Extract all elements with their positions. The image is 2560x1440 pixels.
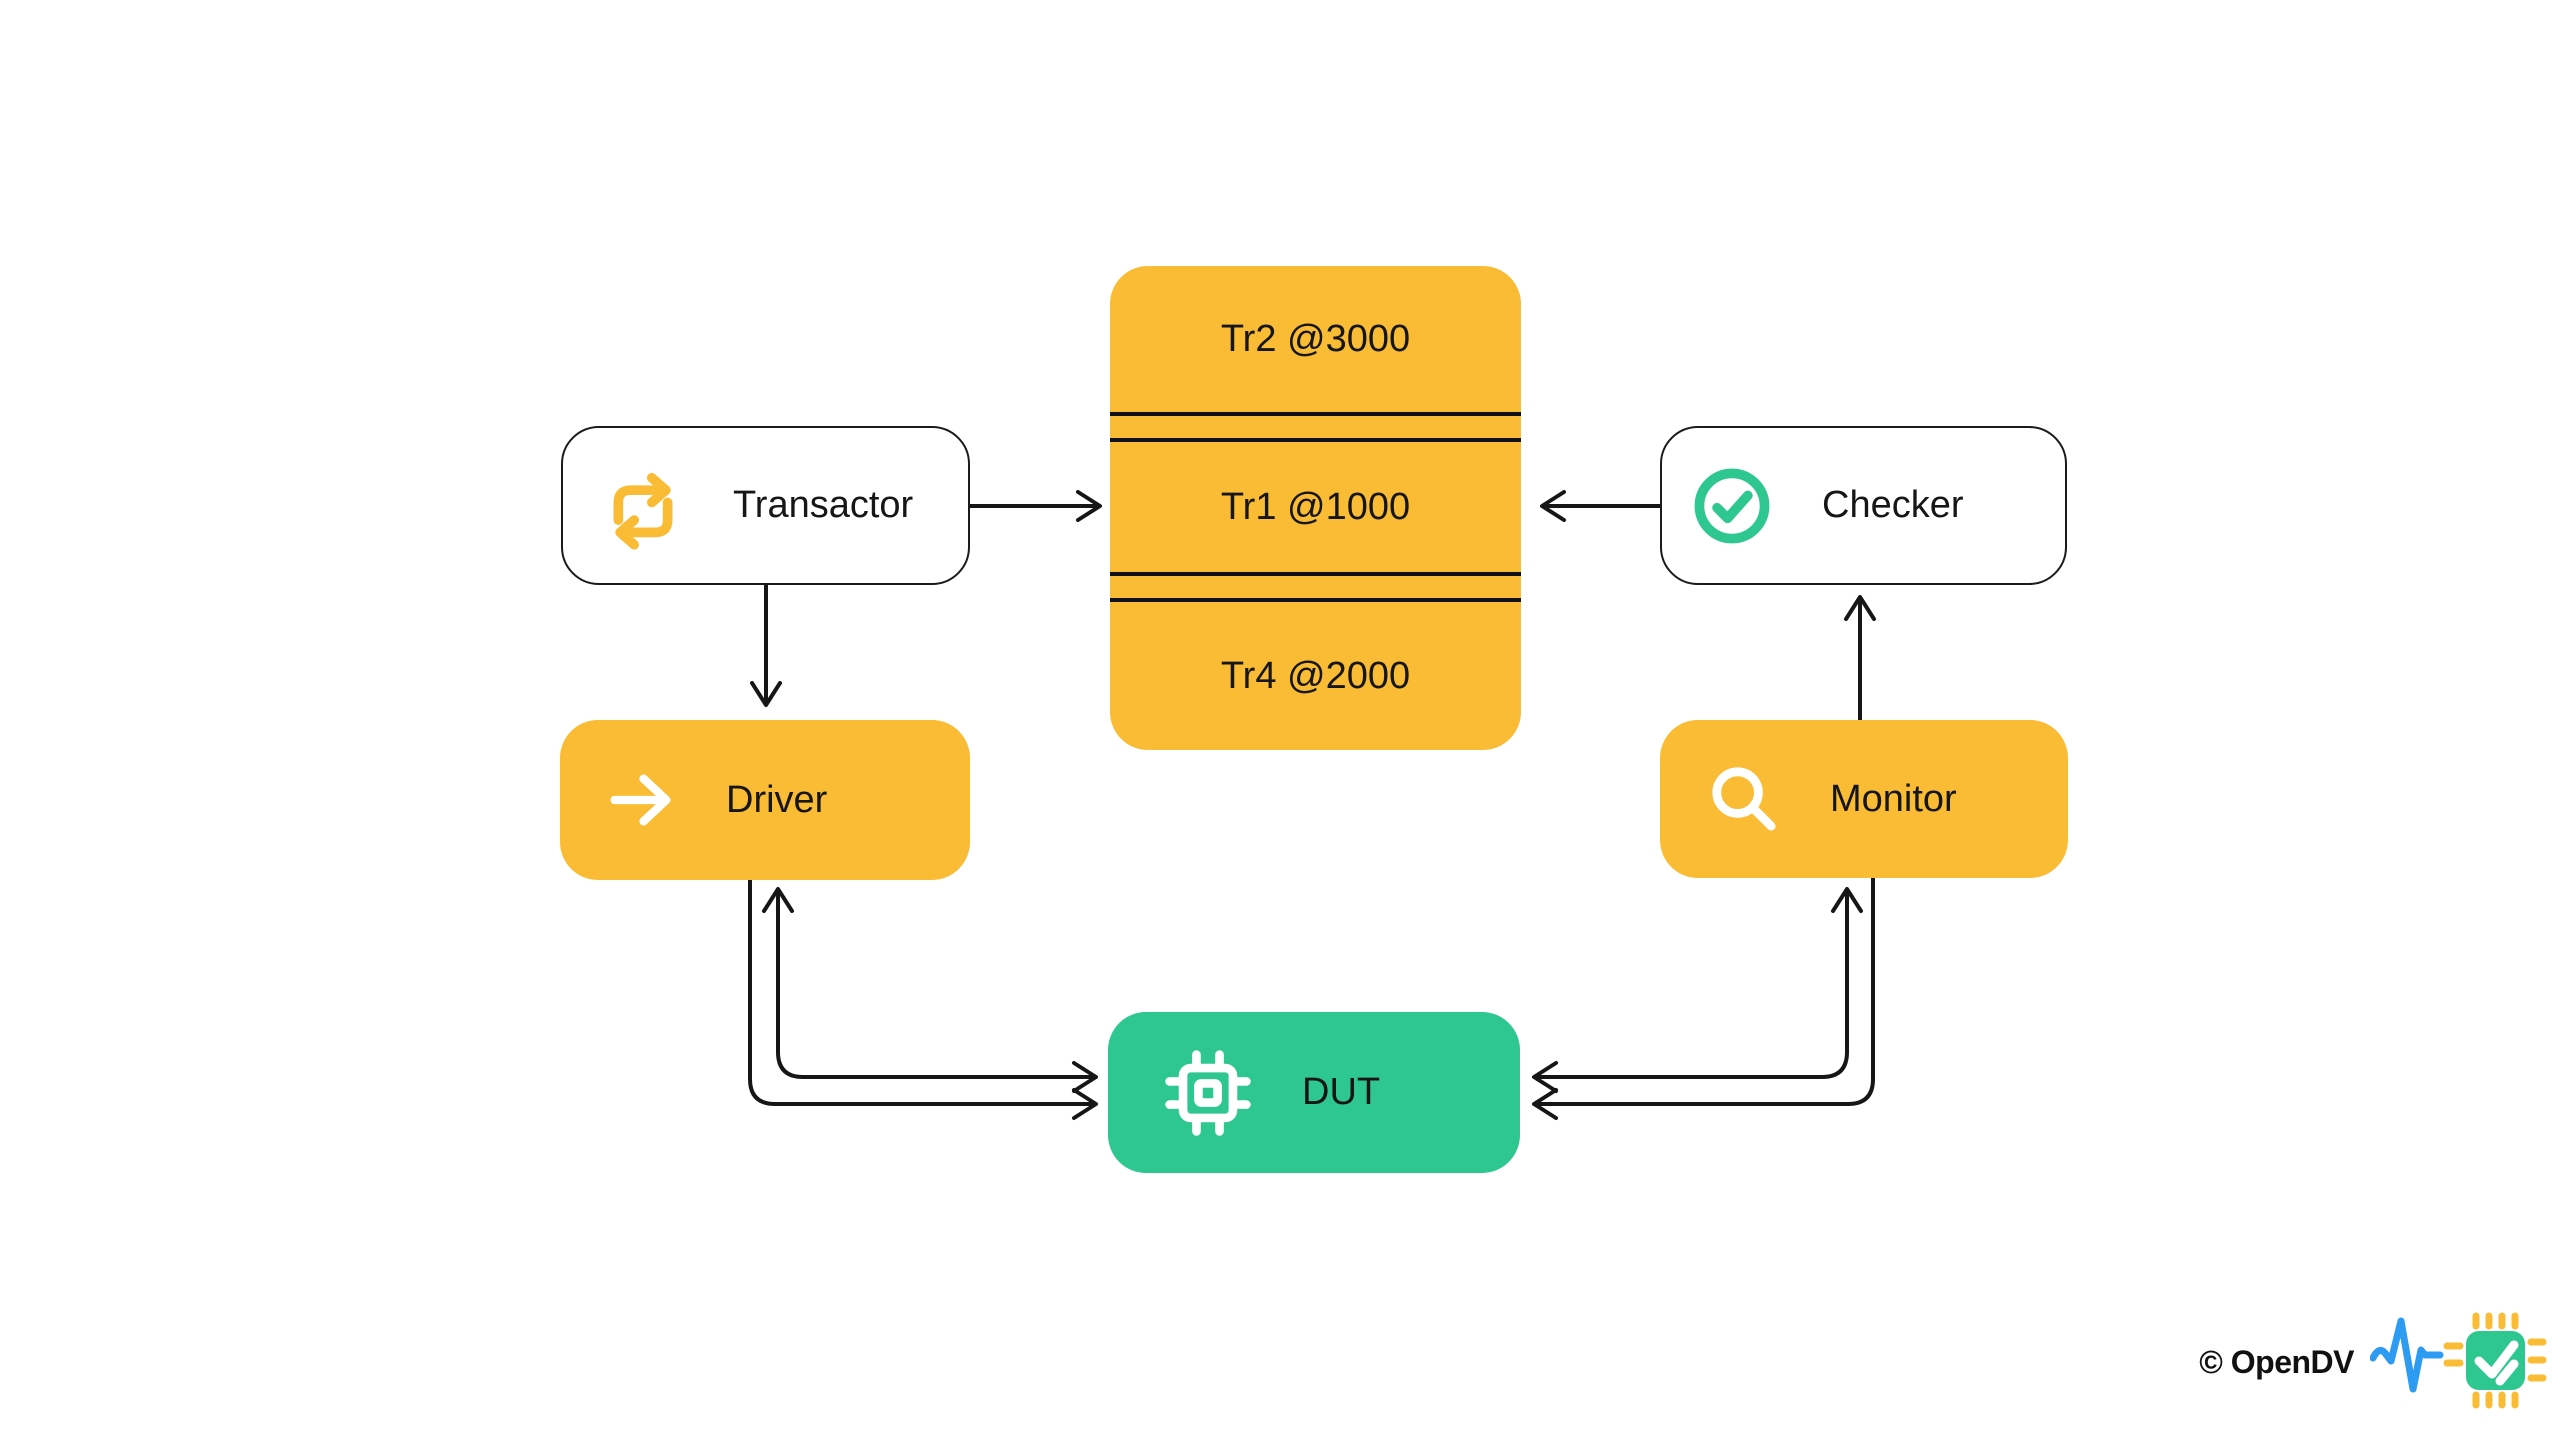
- waveform-icon: [2369, 1317, 2444, 1392]
- node-label: Checker: [1822, 484, 1964, 526]
- node-monitor: Monitor: [1660, 720, 2068, 878]
- node-dut: DUT: [1108, 1012, 1520, 1173]
- arrow-checker-to-stack: [1540, 490, 1662, 522]
- arrow-dut-to-driver: [762, 887, 1098, 1093]
- node-checker: Checker: [1660, 426, 2067, 585]
- stack-divider: [1110, 412, 1521, 442]
- stack-item: Tr1 @1000: [1110, 442, 1521, 572]
- stack-divider: [1110, 572, 1521, 602]
- node-label: Monitor: [1830, 777, 1957, 820]
- node-label: Driver: [726, 778, 828, 821]
- node-transactor: Transactor: [561, 426, 970, 585]
- transaction-stack: Tr2 @3000 Tr1 @1000 Tr4 @2000: [1110, 266, 1521, 750]
- chip-icon: [1160, 1045, 1256, 1141]
- stack-item: Tr4 @2000: [1110, 602, 1521, 750]
- arrow-transactor-to-stack: [968, 490, 1102, 522]
- arrow-monitor-to-dut: [1532, 876, 1875, 1120]
- arrow-monitor-to-checker: [1844, 595, 1876, 722]
- node-label: DUT: [1302, 1071, 1381, 1113]
- magnifier-icon: [1704, 759, 1784, 839]
- footer: © OpenDV: [2199, 1308, 2548, 1416]
- opendv-logo: [2369, 1306, 2548, 1419]
- node-label: Transactor: [733, 484, 914, 526]
- footer-copyright: © OpenDV: [2199, 1343, 2354, 1380]
- arrow-dut-to-monitor: [1532, 887, 1863, 1093]
- stack-item-label: Tr4 @2000: [1220, 654, 1411, 697]
- arrow-driver-to-dut: [748, 878, 1098, 1120]
- arrow-transactor-to-driver: [750, 583, 782, 707]
- stack-item: Tr2 @3000: [1110, 266, 1521, 412]
- arrow-right-icon: [604, 762, 680, 838]
- repeat-icon: [599, 462, 687, 550]
- stack-item-label: Tr1 @1000: [1220, 485, 1411, 528]
- check-circle-icon: [1688, 462, 1776, 550]
- logo-chip-icon: [2443, 1312, 2547, 1408]
- node-driver: Driver: [560, 720, 970, 880]
- stack-item-label: Tr2 @3000: [1220, 317, 1411, 360]
